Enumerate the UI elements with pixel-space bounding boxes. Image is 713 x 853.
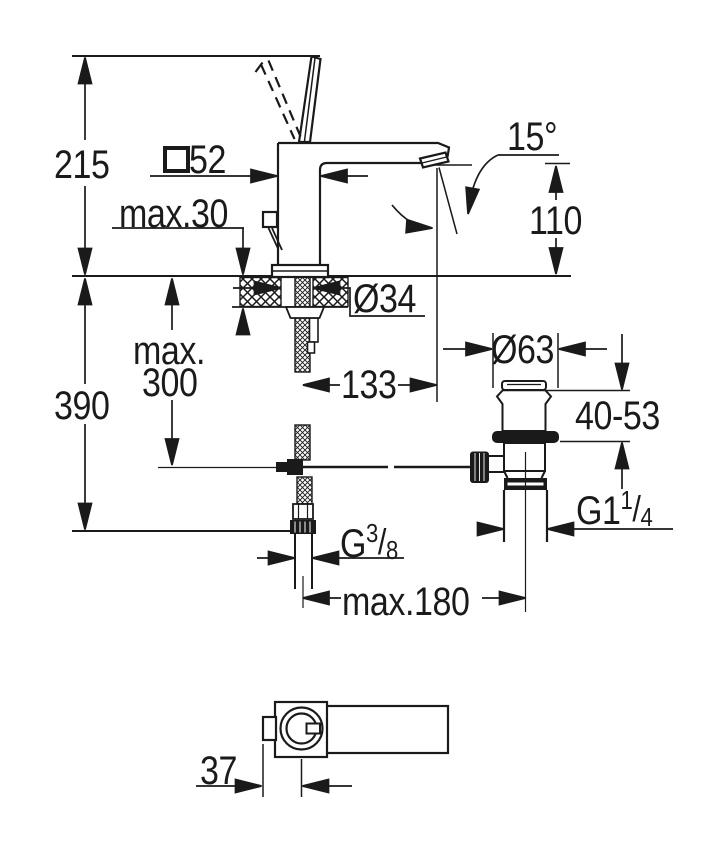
dim-top-view-offset: 37: [200, 749, 237, 793]
valve-cone: [495, 389, 553, 432]
hose-fitting-step1: [308, 317, 319, 343]
dim-supply-thread: G3/8: [340, 520, 398, 566]
waste-thread-main: G1: [576, 489, 621, 533]
supply-thread-denominator: 8: [385, 535, 398, 565]
spout-top: [278, 141, 451, 158]
threaded-shank: [294, 276, 311, 373]
spout-underside: [318, 161, 421, 265]
valve-flange-seal: [492, 431, 559, 443]
supply-thread-numerator: 3: [366, 518, 378, 548]
dim-tap-hole-diameter: Ø34: [353, 277, 416, 321]
supply-thread-slash: /: [377, 521, 386, 562]
lever-alt-position-dashed: [259, 60, 302, 140]
dashed-handle-hook: [254, 61, 264, 73]
hose-lower: [296, 476, 313, 505]
hose-nut: [290, 520, 316, 534]
waste-thread-numerator: 1: [620, 485, 633, 515]
stream-angled-line: [438, 167, 458, 235]
hose-end-fitting: [292, 503, 314, 520]
dim-height-above-deck: 215: [54, 143, 110, 187]
hose-middle: [294, 424, 311, 461]
top-view-drain-knob: [261, 715, 278, 742]
faucet-side-view: [254, 55, 458, 402]
dim-deck-thickness: max.30: [119, 192, 228, 236]
dim-waste-offset-max: max.180: [342, 580, 470, 624]
dim-hose-length-max-1: max.: [133, 329, 205, 373]
dim-outlet-height: 110: [529, 199, 582, 243]
drain-pull-knob: [261, 210, 279, 229]
faucet-top-view: [261, 700, 450, 759]
waste-thread-slash: /: [632, 488, 641, 529]
waste-thread-denominator: 4: [640, 502, 653, 532]
dim-hose-length-max-2: 300: [142, 361, 198, 405]
dim-spout-angle: 15°: [507, 115, 558, 159]
supply-thread-main: G: [340, 522, 367, 566]
dim-spout-reach: 133: [341, 363, 397, 407]
rod-coupling-block: [287, 459, 303, 475]
rod-coupling-tip: [276, 462, 287, 472]
top-view-cartridge-slot: [305, 722, 321, 735]
dim-waste-deck-range: 40-53: [575, 394, 660, 438]
supply-hose: [276, 276, 470, 608]
valve-body: [503, 442, 546, 472]
dim-waste-flange-diameter: Ø63: [491, 328, 554, 372]
hose-fitting-step2: [306, 341, 316, 354]
dimension-lines: [77, 56, 673, 797]
dim-waste-thread: G11/4: [576, 487, 653, 533]
valve-push-button: [501, 380, 547, 391]
square-section-symbol: [163, 146, 190, 173]
drain-valve: [470, 380, 559, 612]
mounting-washer: [284, 306, 326, 319]
dim-handle-square: 52: [189, 138, 226, 182]
dim-depth-below-deck: 390: [54, 384, 110, 428]
